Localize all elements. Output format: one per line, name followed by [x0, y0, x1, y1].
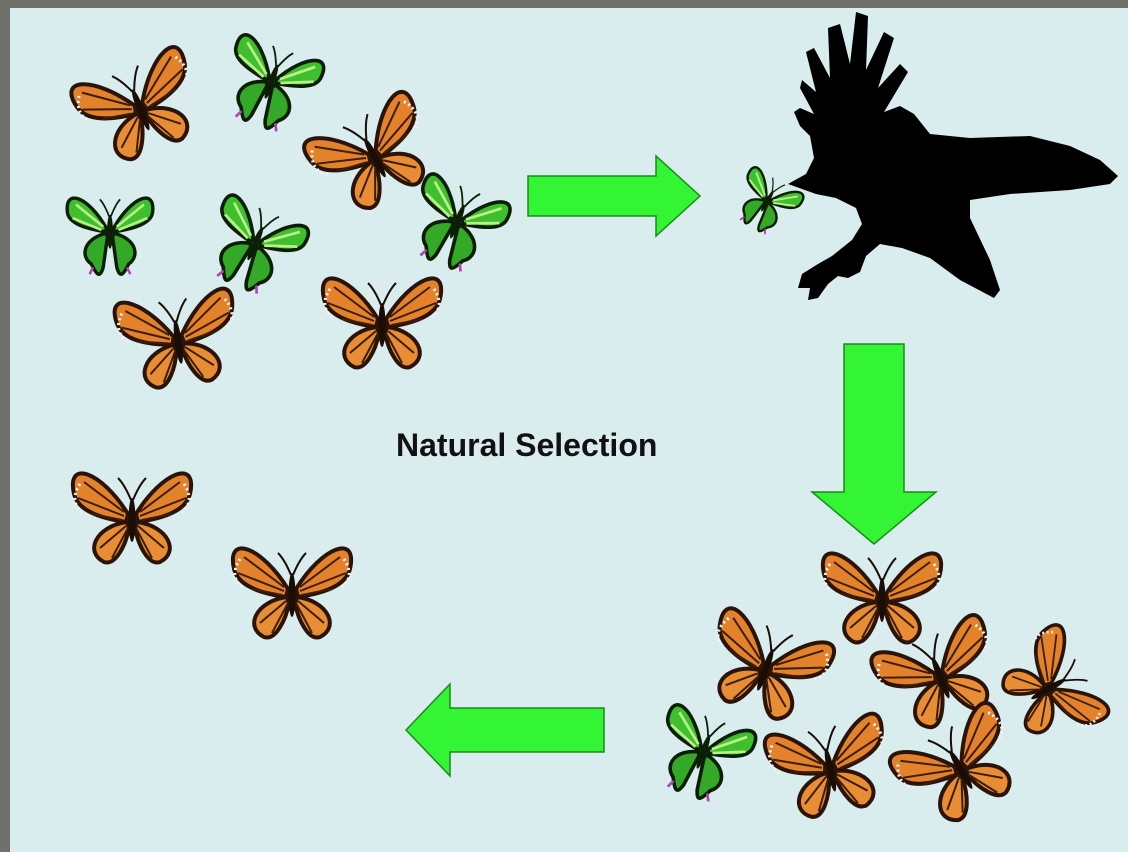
mixed-population-group — [67, 33, 513, 393]
green-swallowtail-butterfly-icon — [67, 198, 153, 274]
green-swallowtail-butterfly-icon — [196, 193, 312, 304]
arrow-left-icon — [406, 684, 604, 776]
monarch-butterfly-icon — [323, 278, 441, 367]
monarch-butterfly-icon — [989, 622, 1112, 754]
monarch-butterfly-icon — [763, 712, 897, 824]
green-swallowtail-butterfly-icon — [645, 703, 758, 810]
monarch-butterfly-icon — [73, 473, 191, 562]
monarch-butterfly-icon — [68, 44, 211, 171]
green-swallowtail-butterfly-icon — [726, 165, 805, 242]
monarch-butterfly-icon — [695, 606, 837, 730]
predator-group — [726, 12, 1118, 300]
monarch-butterfly-icon — [886, 700, 1033, 836]
monarch-butterfly-icon — [113, 288, 243, 393]
monarch-butterfly-icon — [823, 553, 941, 642]
arrow-down-icon — [812, 344, 936, 544]
arrow-right-icon — [528, 156, 700, 236]
monarch-butterfly-icon — [301, 89, 447, 223]
next-generation-group — [73, 473, 351, 637]
predator-bird-silhouette-icon — [788, 12, 1118, 300]
survivors-group — [645, 553, 1111, 836]
diagram-title: Natural Selection — [396, 427, 657, 464]
green-swallowtail-butterfly-icon — [398, 172, 512, 281]
diagram-canvas: Natural Selection — [10, 8, 1128, 852]
monarch-butterfly-icon — [233, 548, 351, 637]
green-swallowtail-butterfly-icon — [213, 33, 326, 140]
